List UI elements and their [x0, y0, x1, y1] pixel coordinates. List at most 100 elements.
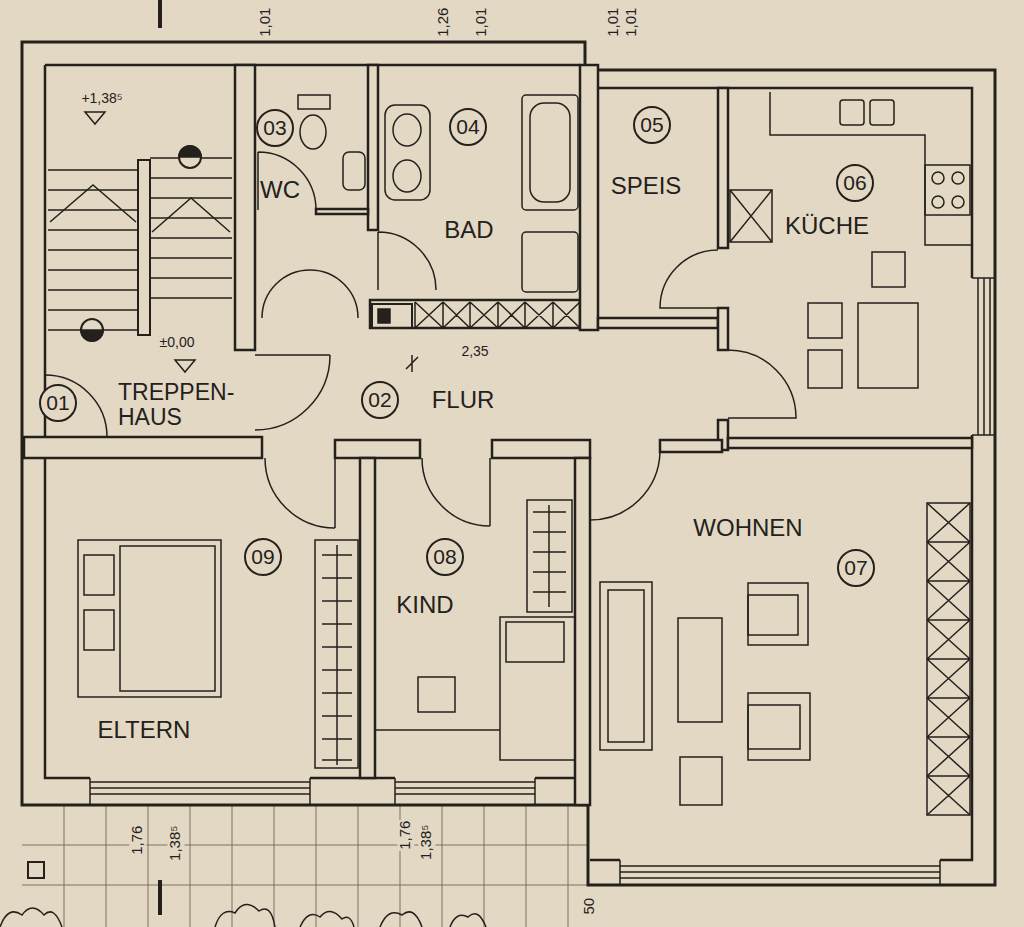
stairs — [48, 112, 232, 372]
burner — [952, 196, 964, 208]
room-name: SPEIS — [611, 173, 682, 199]
callout-number: 04 — [449, 108, 487, 146]
room-name: BAD — [444, 217, 493, 243]
callout-number: 07 — [837, 549, 875, 587]
wall — [660, 440, 722, 452]
yard-grid — [22, 805, 588, 927]
wardrobe-hangers — [322, 545, 352, 765]
callout-number: 02 — [361, 381, 399, 419]
level-label: +1,38⁵ — [80, 91, 123, 106]
room: 01TREPPEN- HAUS — [24, 65, 257, 437]
outer-wall — [22, 42, 995, 885]
door-swing — [265, 458, 335, 528]
wall — [235, 65, 255, 350]
room-name: WOHNEN — [693, 515, 802, 541]
room: 08KIND — [375, 458, 575, 775]
wall — [360, 458, 375, 778]
kitchen-table — [858, 303, 918, 388]
wardrobe — [927, 503, 970, 815]
room-name: KIND — [396, 592, 453, 618]
armchair — [748, 583, 808, 645]
fixtures — [78, 92, 972, 815]
wall — [492, 440, 590, 458]
wall — [24, 437, 262, 458]
sofa-seat — [608, 590, 644, 742]
wall — [728, 438, 972, 448]
walls — [22, 42, 995, 885]
callout-number: 06 — [836, 164, 874, 202]
chimney-flue — [378, 309, 390, 323]
plant-outline — [0, 904, 486, 927]
callout-number: 05 — [633, 106, 671, 144]
stair-mark — [81, 319, 103, 341]
desk — [375, 729, 500, 731]
pillow — [84, 610, 114, 650]
chair — [808, 350, 842, 388]
dimension-label: 1,01 — [606, 6, 623, 37]
shaft-wall — [370, 300, 580, 328]
room-name: ELTERN — [98, 717, 191, 743]
yard-tiles — [22, 805, 588, 927]
stair-mark — [179, 146, 201, 168]
wall — [316, 209, 368, 214]
room: 06KÜCHE — [728, 88, 972, 438]
pillow — [84, 555, 114, 595]
chair — [872, 252, 905, 287]
stair-mark-fill — [81, 330, 103, 341]
doors — [45, 152, 796, 528]
dimension-tick — [406, 355, 418, 372]
single-bed — [500, 617, 575, 760]
room-name: TREPPEN- HAUS — [118, 380, 268, 431]
pillow — [506, 622, 564, 662]
wall — [575, 458, 590, 805]
dimension-label: 1,01 — [624, 6, 641, 37]
interior-walls — [24, 65, 972, 805]
kitchen-sink — [870, 100, 894, 125]
bathtub-inner — [530, 103, 570, 202]
dimension-label: 1,01 — [474, 6, 491, 37]
door-swing — [590, 452, 660, 520]
basin — [393, 114, 421, 146]
level-label: ±0,00 — [159, 335, 196, 350]
dimension-label: 1,76 — [130, 824, 147, 855]
wall — [580, 65, 598, 330]
dimension-label: 1,38⁵ — [168, 824, 185, 861]
wall — [598, 318, 718, 328]
coffee-table — [678, 618, 722, 722]
shower — [522, 232, 578, 292]
stair-direction — [50, 185, 230, 232]
door-swing — [728, 350, 796, 418]
dimension-label: 1,26 — [436, 6, 453, 37]
stair-divider — [138, 160, 150, 335]
stair-steps — [48, 158, 232, 330]
callout-number: 03 — [256, 109, 294, 147]
basin — [393, 160, 421, 192]
chair — [808, 303, 842, 338]
stove — [925, 165, 970, 215]
door-swing — [262, 270, 358, 318]
armchair-seat — [748, 595, 798, 635]
dimension-label: 1,01 — [258, 6, 275, 37]
wardrobe — [315, 540, 358, 768]
callout-number: 08 — [426, 538, 464, 576]
sofa — [600, 582, 652, 750]
room-name: WC — [260, 177, 300, 203]
door-swing — [378, 232, 436, 290]
callout-number: 01 — [39, 384, 77, 422]
shaft-hatch — [415, 302, 580, 328]
yard-marker — [28, 862, 44, 878]
window — [90, 278, 995, 885]
room-name: KÜCHE — [785, 213, 869, 239]
wc-sink — [343, 152, 365, 190]
fridge — [730, 190, 772, 242]
room: 04BAD — [378, 70, 580, 300]
dimension-label: 1,38⁵ — [419, 823, 436, 860]
armchair — [748, 693, 810, 760]
wardrobe — [527, 500, 572, 612]
wall — [368, 65, 378, 230]
level-label: 2,35 — [460, 344, 489, 359]
wall — [335, 440, 420, 458]
room: 09ELTERN — [45, 458, 360, 778]
fridge-cross — [730, 190, 772, 242]
